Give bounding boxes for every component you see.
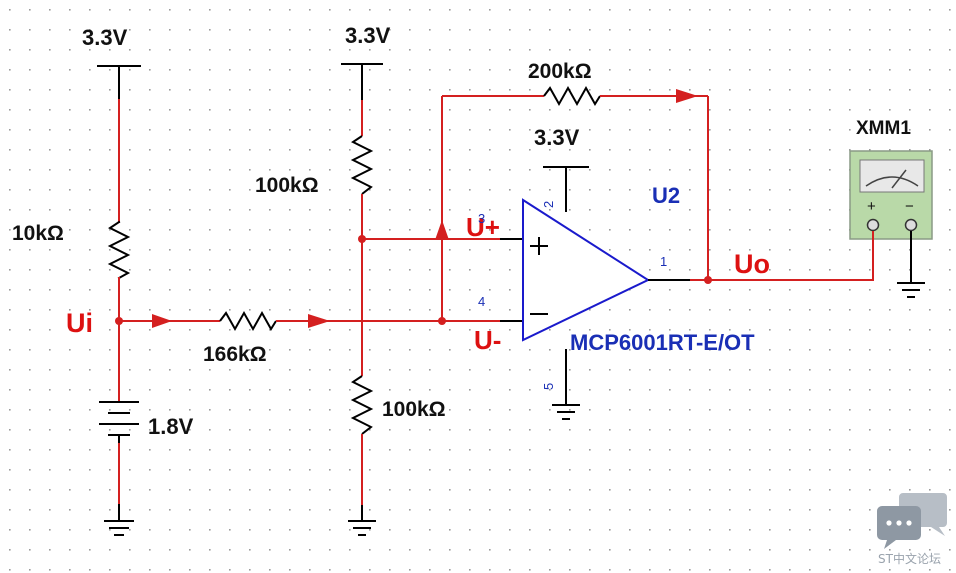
labels: 3.3V 3.3V 3.3V 10kΩ 100kΩ 166kΩ 100kΩ 20… — [12, 23, 941, 566]
label-pin-1: 1 — [660, 254, 667, 269]
label-r-166k: 166kΩ — [203, 343, 267, 366]
label-r-200k: 200kΩ — [528, 60, 592, 83]
node-ui-dot — [115, 317, 123, 325]
middle-branch — [341, 63, 383, 536]
label-pin-2: 2 — [541, 201, 556, 208]
multimeter-xmm1[interactable] — [849, 150, 933, 298]
input-branch — [115, 310, 442, 332]
label-r-10k: 10kΩ — [12, 222, 64, 245]
meter-scale-icon — [865, 176, 919, 187]
resistor-200k[interactable] — [543, 85, 601, 107]
resistor-100k-bottom[interactable] — [350, 375, 374, 435]
label-r-100k-top: 100kΩ — [255, 174, 319, 197]
label-vcc-mid: 3.3V — [345, 23, 391, 48]
label-watermark: ST中文论坛 — [878, 551, 941, 566]
arrow-feedback-icon — [676, 89, 698, 103]
meter-terminal-minus[interactable] — [904, 218, 918, 232]
resistor-10k[interactable] — [107, 220, 131, 280]
label-node-uplus: U+ — [466, 212, 500, 242]
left-branch — [97, 65, 141, 536]
label-r-100k-bottom: 100kΩ — [382, 398, 446, 421]
label-meter-ref: XMM1 — [856, 118, 911, 139]
ground-middle-icon — [348, 520, 376, 536]
label-meter-plus: + — [867, 198, 876, 215]
node-uminus-dot — [438, 317, 446, 325]
label-meter-minus: − — [905, 198, 914, 215]
ground-opamp-icon — [552, 404, 580, 420]
meter-terminal-plus[interactable] — [866, 218, 880, 232]
label-opamp-ref: U2 — [652, 183, 680, 208]
label-vcc-left: 3.3V — [82, 25, 128, 50]
label-pin-3: 3 — [478, 211, 485, 226]
opamp-input-wiring — [362, 85, 709, 325]
node-uo-dot — [704, 276, 712, 284]
ground-meter-icon — [897, 282, 925, 298]
meter-needle-icon — [891, 169, 907, 189]
arrow-up-icon — [435, 220, 449, 240]
watermark-logo-icon — [877, 493, 947, 549]
label-pin-4: 4 — [478, 294, 485, 309]
arrow-ui-icon — [152, 314, 172, 328]
opamp-u2[interactable] — [522, 166, 874, 420]
label-node-uminus: U- — [474, 325, 501, 355]
label-node-ui: Ui — [66, 308, 93, 338]
label-vcc-opamp: 3.3V — [534, 125, 580, 150]
label-pin-5: 5 — [541, 383, 556, 390]
arrow-input-icon — [308, 314, 330, 328]
resistor-166k[interactable] — [219, 310, 277, 332]
label-battery: 1.8V — [148, 414, 194, 439]
label-opamp-part: MCP6001RT-E/OT — [570, 330, 755, 355]
label-node-uo: Uo — [734, 249, 770, 279]
resistor-100k-top[interactable] — [350, 135, 374, 195]
ground-left-icon — [104, 520, 134, 536]
